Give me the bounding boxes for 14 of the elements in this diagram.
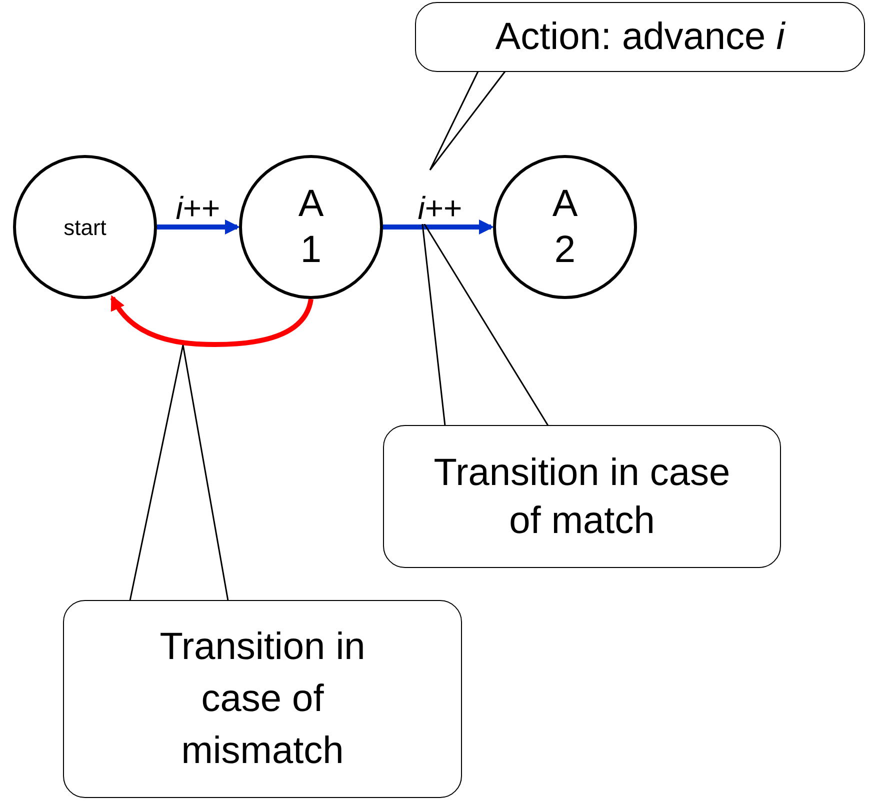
leader-line xyxy=(429,71,506,171)
callout-text: Transition in case of mismatch xyxy=(158,625,366,774)
arrow xyxy=(110,295,314,347)
arrow xyxy=(157,220,240,234)
callout-text: Transition in case of match xyxy=(432,450,732,544)
leader-line xyxy=(129,344,229,601)
state-label: start xyxy=(64,214,106,242)
callout-box xyxy=(383,425,781,568)
state-label: A 1 xyxy=(297,182,325,273)
callout-box xyxy=(63,600,462,798)
callout-text: Action: advance i xyxy=(495,15,785,59)
state-label: A 2 xyxy=(551,182,579,273)
arrow xyxy=(383,220,494,234)
callout-box xyxy=(415,2,865,72)
